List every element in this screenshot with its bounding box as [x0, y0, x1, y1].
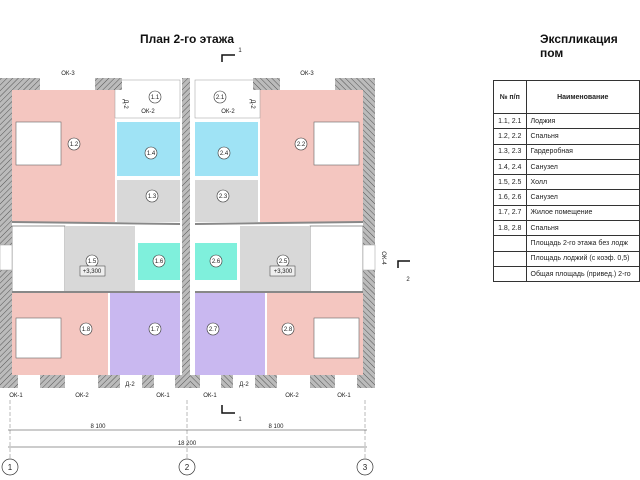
svg-text:ОК-1: ОК-1 [203, 393, 217, 399]
dimension-lines: 8 100 8 100 18 200 [8, 400, 367, 458]
svg-text:Д-2: Д-2 [125, 382, 135, 388]
wall [0, 78, 12, 388]
row-name: Лоджия [525, 112, 640, 130]
table-row: Общая площадь (привед.) 2-го [493, 265, 640, 283]
svg-text:2.3: 2.3 [219, 194, 228, 200]
section-marks: 1 1 2 [221, 48, 410, 423]
grid-axes: 1 2 3 [1, 458, 374, 476]
room-living [110, 292, 180, 375]
row-num: 1.7, 2.7 [493, 204, 527, 222]
row-name: Санузел [525, 158, 640, 176]
room-loggia [114, 79, 181, 119]
svg-text:ОК-1: ОК-1 [337, 393, 351, 399]
room-hall [65, 226, 135, 292]
svg-text:3: 3 [363, 463, 368, 472]
row-num: 1.8, 2.8 [493, 220, 527, 237]
explication-title: Экспликация пом [540, 32, 618, 60]
staircase [11, 225, 66, 294]
svg-text:ОК-2: ОК-2 [75, 393, 89, 399]
col-num: № п/п [493, 80, 527, 114]
svg-text:Д-2: Д-2 [249, 99, 255, 109]
svg-text:ОК-3: ОК-3 [300, 71, 314, 77]
wall [95, 78, 122, 90]
svg-text:ОК-2: ОК-2 [221, 109, 235, 115]
row-name: Жилое помещение [525, 204, 640, 222]
window [0, 244, 13, 271]
row-num: 1.2, 2.2 [493, 128, 527, 145]
row-num: 1.3, 2.3 [493, 143, 527, 160]
svg-text:1.2: 1.2 [70, 142, 79, 148]
row-num: 1.5, 2.5 [493, 174, 527, 191]
svg-text:2: 2 [406, 277, 410, 283]
row-num: 1.6, 2.6 [493, 189, 527, 206]
svg-text:2.5: 2.5 [279, 259, 288, 265]
svg-text:1: 1 [238, 48, 242, 54]
row-name: Площадь 2-го этажа без лодж [525, 235, 640, 252]
svg-text:8 100: 8 100 [268, 424, 284, 430]
room-markers-left: 1.1 1.2 1.3 1.4 1.5 1.6 1.7 1.8 +3,300 [67, 90, 166, 336]
svg-text:1.7: 1.7 [151, 327, 160, 333]
svg-text:ОК-1: ОК-1 [156, 393, 170, 399]
svg-text:2: 2 [185, 463, 190, 472]
table-row: Площадь 2-го этажа без лодж [493, 235, 640, 252]
level-mark: +3,300 [83, 269, 102, 275]
row-num [493, 265, 527, 283]
row-num: 1.4, 2.4 [493, 158, 527, 176]
opening-labels: ОК-3 ОК-3 ОК-2 ОК-2 Д-2 Д-2 ОК-1 ОК-2 ОК… [9, 71, 386, 399]
svg-text:18 200: 18 200 [178, 441, 197, 447]
svg-text:2.2: 2.2 [297, 142, 306, 148]
unit-left [0, 78, 187, 388]
svg-text:1.5: 1.5 [88, 259, 97, 265]
svg-text:ОК-2: ОК-2 [141, 109, 155, 115]
row-name: Холл [525, 174, 640, 191]
svg-text:1.6: 1.6 [155, 259, 164, 265]
svg-text:2.7: 2.7 [209, 327, 218, 333]
plan-title: План 2-го этажа [140, 32, 235, 46]
row-name: Общая площадь (привед.) 2-го [525, 265, 640, 283]
bed-icon [15, 317, 62, 359]
svg-text:Д-2: Д-2 [239, 382, 249, 388]
svg-text:2.6: 2.6 [212, 259, 221, 265]
table-row: Площадь лоджий (с коэф. 0,5) [493, 250, 640, 267]
svg-text:2.1: 2.1 [216, 95, 225, 101]
svg-text:1: 1 [238, 417, 242, 423]
svg-text:1.8: 1.8 [82, 327, 91, 333]
row-num [493, 250, 527, 267]
svg-text:Д-2: Д-2 [122, 99, 128, 109]
svg-text:1.1: 1.1 [151, 95, 160, 101]
row-num: 1.1, 2.1 [493, 112, 527, 130]
col-name: Наименование [525, 80, 640, 114]
svg-text:1.3: 1.3 [148, 194, 157, 200]
svg-text:ОК-4: ОК-4 [380, 251, 386, 265]
room-markers-right: 2.1 2.2 2.3 2.4 2.5 2.6 2.7 2.8 +3,300 [206, 90, 308, 336]
svg-text:ОК-1: ОК-1 [9, 393, 23, 399]
row-num [493, 235, 527, 252]
svg-text:1.4: 1.4 [147, 151, 156, 157]
svg-text:2.8: 2.8 [284, 327, 293, 333]
svg-text:8 100: 8 100 [90, 424, 106, 430]
svg-text:ОК-3: ОК-3 [61, 71, 75, 77]
row-name: Спальня [525, 128, 640, 145]
svg-text:1: 1 [8, 463, 13, 472]
row-name: Санузел [525, 189, 640, 206]
bed-icon [15, 121, 62, 166]
row-name: Спальня [525, 220, 640, 237]
row-name: Гардеробная [525, 143, 640, 160]
svg-text:ОК-2: ОК-2 [285, 393, 299, 399]
row-name: Площадь лоджий (с коэф. 0,5) [525, 250, 640, 267]
svg-text:+3,300: +3,300 [274, 269, 293, 275]
wall [0, 78, 40, 90]
party-wall [182, 78, 190, 388]
svg-text:2.4: 2.4 [220, 151, 229, 157]
